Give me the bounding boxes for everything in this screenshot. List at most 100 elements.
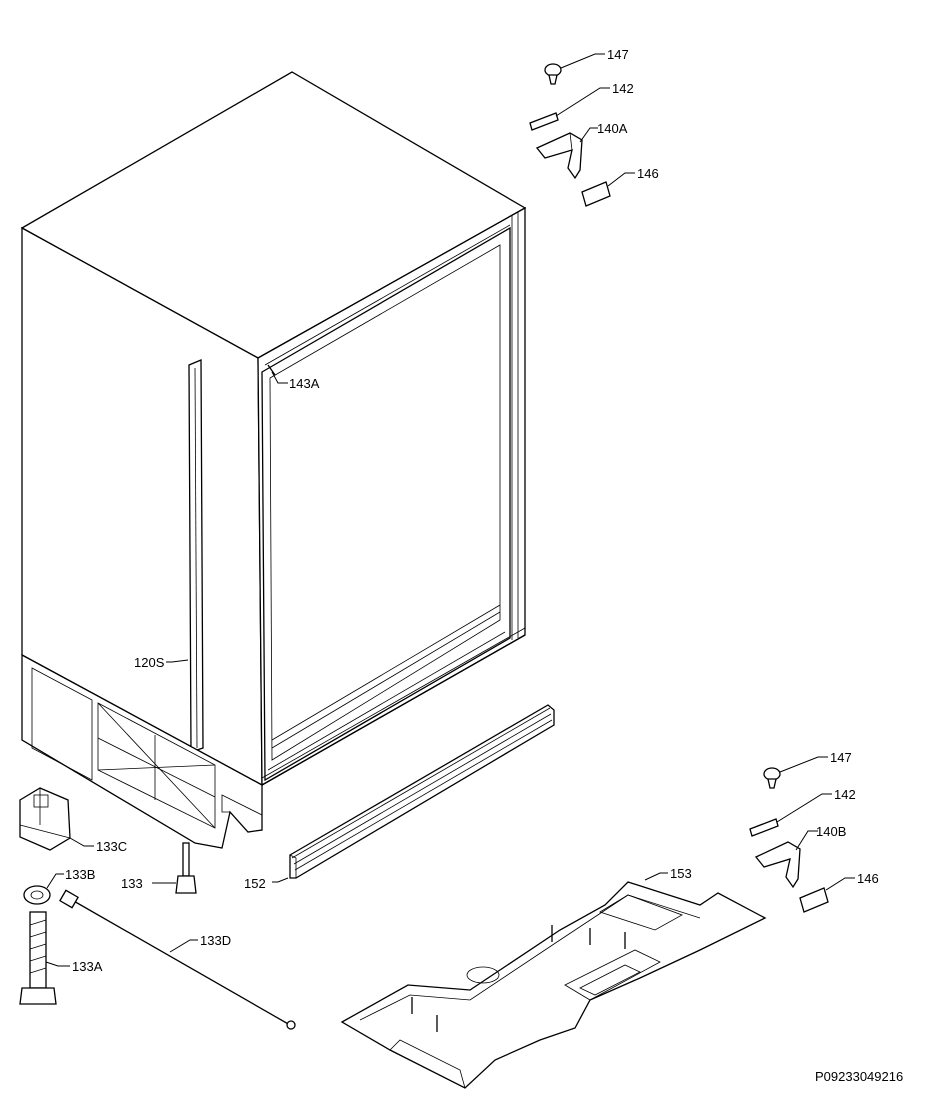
base-foot-right xyxy=(221,794,263,833)
tray-channel-inner xyxy=(579,964,641,996)
callout-142-top: 142 xyxy=(612,81,634,96)
leader-146-bot xyxy=(825,877,855,891)
hinge-cap-stem-top xyxy=(548,74,558,85)
tray-front-recess xyxy=(599,894,683,931)
cabinet-front-bottom-2 xyxy=(261,627,526,779)
leader-140A xyxy=(579,127,598,143)
kickplate-line-3 xyxy=(294,719,553,871)
base-rib-4 xyxy=(97,737,216,798)
foot-bracket-133C xyxy=(19,787,94,851)
door-frame-outer xyxy=(261,226,511,782)
callout-133A: 133A xyxy=(72,959,103,974)
callout-140A: 140A xyxy=(597,121,628,136)
drawing-number: P09233049216 xyxy=(815,1069,903,1084)
callout-143A: 143A xyxy=(289,376,320,391)
thread-5 xyxy=(29,967,47,974)
callout-142-bot: 142 xyxy=(834,787,856,802)
kickplate-end xyxy=(289,854,297,879)
callout-152: 152 xyxy=(244,876,266,891)
leader-142-top xyxy=(555,87,610,117)
door-frame-inner xyxy=(269,244,501,761)
callout-140B: 140B xyxy=(816,824,846,839)
door-top-rail xyxy=(264,224,511,366)
thread-2 xyxy=(29,931,47,938)
screw-133-head xyxy=(175,875,197,894)
leader-143A xyxy=(271,371,288,384)
kickplate-line-2 xyxy=(293,713,552,865)
foot-133A-base xyxy=(19,987,57,1005)
screw-143A-mark xyxy=(267,364,276,376)
leader-133C xyxy=(69,837,94,847)
nut-133B-hole xyxy=(30,890,44,900)
base-edge xyxy=(21,739,196,844)
leader-146-top xyxy=(607,172,635,187)
tray-inner-edge xyxy=(359,894,701,1021)
leader-140B xyxy=(795,830,818,851)
callout-147-bot: 147 xyxy=(830,750,852,765)
door-bottom-rail xyxy=(271,611,501,749)
hinge-cap-147-bot xyxy=(763,767,781,781)
hinge-140A xyxy=(535,132,583,180)
rod-133D-head xyxy=(59,889,79,909)
leader-142-bot xyxy=(776,793,832,823)
thread-3 xyxy=(29,943,47,950)
leveling-screw-133 xyxy=(152,842,197,894)
bottom-hinge-group xyxy=(749,756,855,913)
hinge-cap-147-top xyxy=(544,63,562,77)
tray-bottom-edge xyxy=(389,1039,466,1089)
foot-133A-thread xyxy=(29,911,47,989)
hinge-140A-edge xyxy=(569,132,573,151)
adjust-rod-133D xyxy=(59,889,296,1030)
callout-120S: 120S xyxy=(134,655,165,670)
callout-133: 133 xyxy=(121,876,143,891)
leader-152 xyxy=(272,877,289,883)
door-bottom-rail-2 xyxy=(271,604,501,741)
callout-labels: 147 142 140A 146 143A 120S 133C 133 133B… xyxy=(65,47,879,974)
hinge-shim-142-top xyxy=(529,112,559,131)
tray-channel xyxy=(564,949,661,1001)
kickplate-152 xyxy=(272,704,555,883)
callout-146-top: 146 xyxy=(637,166,659,181)
leader-147-top xyxy=(560,53,605,69)
leader-133B xyxy=(46,873,64,889)
leader-147-bot xyxy=(779,756,828,773)
bracket-slot xyxy=(33,794,49,808)
thread-1 xyxy=(29,919,47,926)
hinge-shim-142-bot xyxy=(749,818,779,837)
kickplate-line-1 xyxy=(291,707,551,859)
leader-153 xyxy=(644,872,668,881)
cover-plate-146-bot xyxy=(799,887,829,913)
callout-133C: 133C xyxy=(96,839,127,854)
base-tray-153 xyxy=(340,872,767,1089)
top-hinge-group xyxy=(529,53,635,207)
hinge-140B xyxy=(754,841,801,889)
leader-133D xyxy=(169,939,198,953)
cover-plate-146-top xyxy=(581,181,611,207)
cabinet-front-bottom xyxy=(261,634,526,786)
leveling-foot-133A xyxy=(19,873,70,1005)
tray-drain-hole xyxy=(466,966,500,984)
cabinet-120S xyxy=(20,71,527,849)
screw-133-shaft xyxy=(182,842,190,877)
callout-147-top: 147 xyxy=(607,47,629,62)
rod-133D-shaft xyxy=(71,899,291,1026)
thread-4 xyxy=(29,955,47,962)
tray-outline xyxy=(340,881,767,1089)
callout-133B: 133B xyxy=(65,867,95,882)
callout-146-bot: 146 xyxy=(857,871,879,886)
door-screw-143A xyxy=(267,364,288,384)
base-recess-left xyxy=(31,667,93,781)
side-trim-line xyxy=(194,367,198,749)
rod-133D-tip xyxy=(286,1020,296,1030)
leader-120S xyxy=(166,659,189,663)
hinge-cap-stem-bot xyxy=(767,778,777,789)
callout-153: 153 xyxy=(670,866,692,881)
callout-133D: 133D xyxy=(200,933,231,948)
base-rib-1 xyxy=(97,702,216,829)
bracket-edge-2 xyxy=(19,824,71,839)
door-bottom-rail-3 xyxy=(267,631,506,771)
nut-133B xyxy=(23,885,51,905)
bracket-body xyxy=(19,787,71,851)
